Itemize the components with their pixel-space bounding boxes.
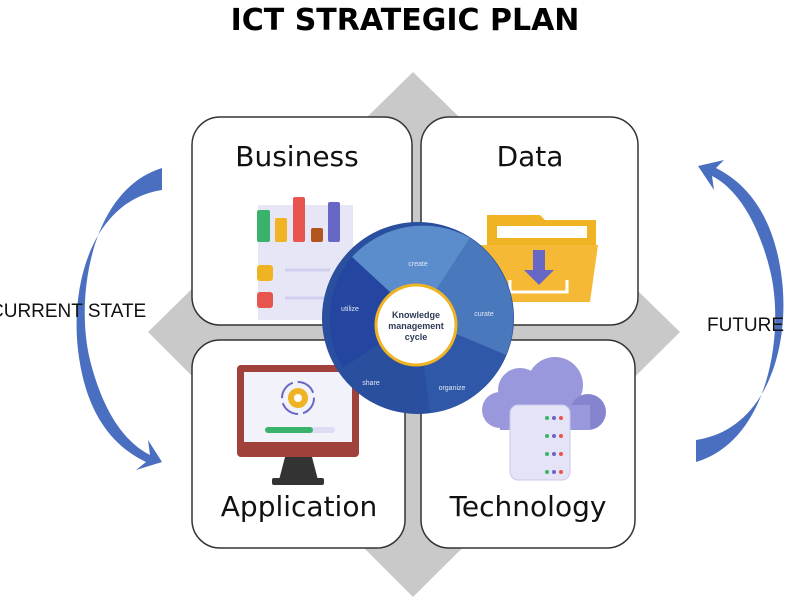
quadrant-application: Application: [191, 339, 406, 549]
cloud-database-icon: [482, 357, 606, 481]
center-text-3: cycle: [405, 332, 428, 342]
stage-utilize: utilize: [341, 306, 359, 313]
future-arrow: [696, 160, 784, 462]
application-label: Application: [221, 490, 377, 523]
technology-label: Technology: [449, 490, 607, 523]
stage-create: create: [408, 261, 428, 268]
segment-utilize: [329, 257, 418, 368]
current-state-label: CURRENT STATE: [0, 301, 146, 322]
diagram-title: ICT STRATEGIC PLAN: [231, 3, 580, 38]
center-text-2: management: [388, 321, 444, 331]
center-text-1: Knowledge: [392, 310, 440, 320]
current-state-arrow: [76, 168, 162, 470]
folder-download-icon: [480, 215, 598, 302]
future-label: FUTURE: [707, 315, 784, 336]
stage-organize: organize: [439, 385, 466, 392]
cycle-center: [374, 283, 458, 367]
stage-share: share: [362, 380, 380, 387]
data-label: Data: [497, 140, 564, 173]
stage-curate: curate: [474, 311, 494, 318]
knowledge-management-cycle: Knowledge management cycle create curate…: [322, 222, 514, 414]
business-label: Business: [235, 140, 358, 173]
segment-create: [352, 225, 470, 318]
monitor-settings-icon: [237, 365, 359, 485]
